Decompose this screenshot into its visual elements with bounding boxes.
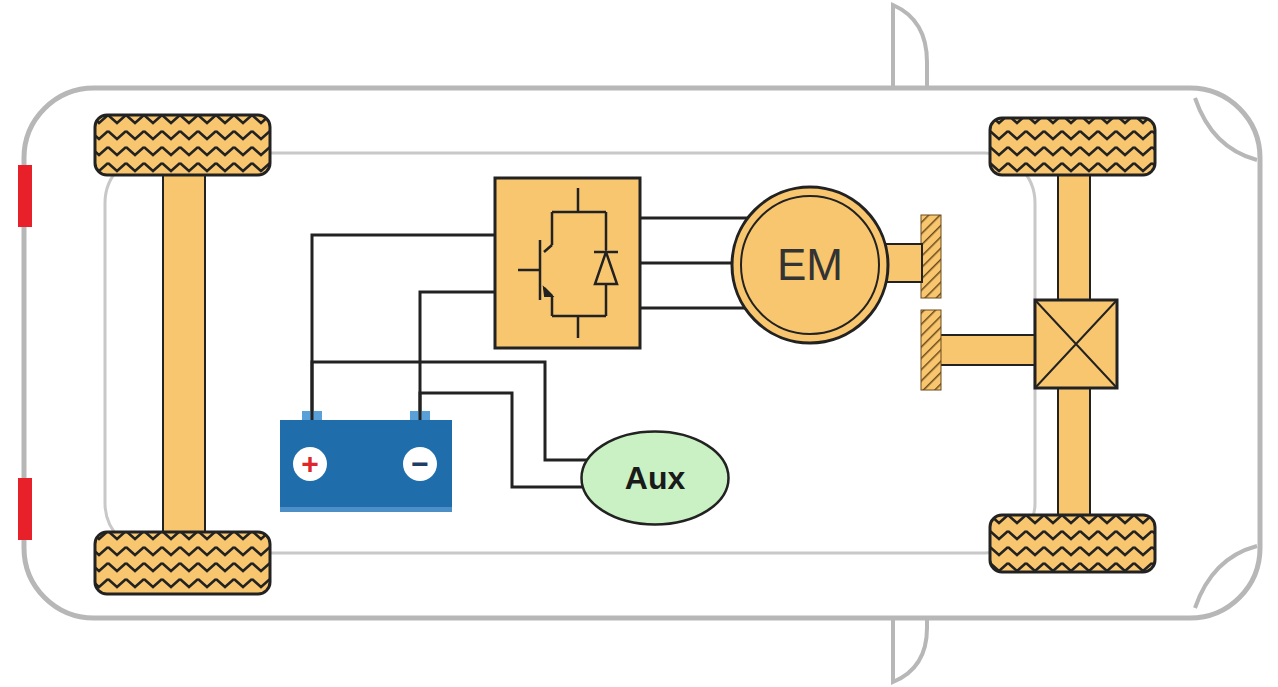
emitter-arrow — [544, 288, 552, 296]
terminal-sign: + — [293, 447, 327, 481]
windshield-line — [1195, 546, 1257, 608]
windshield-line — [1195, 98, 1257, 160]
motor-ring — [732, 187, 888, 343]
auxiliary-ellipse: Aux — [580, 430, 730, 526]
differential-cross — [1035, 300, 1117, 388]
side-mirror — [893, 612, 927, 682]
side-mirror — [893, 5, 927, 95]
front-axle — [1058, 172, 1090, 302]
drive-shaft — [938, 335, 1037, 365]
wheel — [95, 115, 270, 175]
battery-box: +− — [280, 420, 452, 512]
wheel — [990, 118, 1155, 175]
wheel — [990, 515, 1155, 572]
node-label: EM — [777, 240, 843, 290]
inverter-box — [495, 178, 640, 348]
aux-ellipse — [582, 432, 729, 525]
tail-light — [18, 478, 32, 540]
motor-inner-ring — [741, 196, 879, 334]
power-wire — [312, 235, 495, 416]
node-label: Aux — [625, 460, 685, 497]
differential — [1035, 300, 1117, 388]
power-wire — [420, 292, 495, 416]
terminal-sign: − — [403, 447, 437, 481]
clutch-plate — [921, 310, 941, 390]
igbt-symbol — [518, 188, 618, 338]
motor-circle: EM — [730, 185, 890, 345]
motor-shaft — [884, 244, 922, 282]
rear-axle — [163, 172, 205, 534]
cabin-outline — [105, 153, 1035, 553]
tail-light — [18, 165, 32, 227]
clutch-plate — [921, 215, 941, 298]
front-axle — [1058, 386, 1090, 518]
wheel — [95, 532, 270, 594]
car-body — [24, 88, 1260, 618]
